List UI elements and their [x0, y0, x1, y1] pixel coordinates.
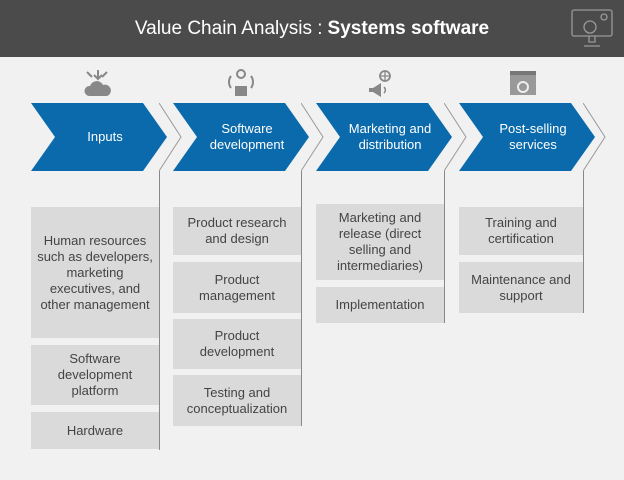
header: Value Chain Analysis :Systems software [0, 0, 624, 57]
monitor-gears-icon [571, 9, 613, 47]
stage-label: Post-selling services [499, 121, 567, 152]
service-window-icon [510, 71, 536, 95]
activity-box: Training and certification [459, 207, 583, 255]
divider-line [301, 171, 302, 426]
title-bold: Systems software [327, 17, 490, 39]
activity-box: Maintenance and support [459, 262, 583, 313]
divider-line [444, 171, 445, 323]
activity-box: Testing and conceptualization [173, 375, 301, 426]
activity-box: Human resources such as developers, mark… [31, 207, 159, 338]
stage-chevron-post [459, 103, 595, 171]
stage-chevron-inputs [31, 103, 167, 171]
stage-chevron-marketing [316, 103, 452, 171]
activity-box: Marketing and release (direct selling an… [316, 204, 444, 280]
chevron-outline [583, 103, 606, 171]
activity-box: Product development [173, 319, 301, 369]
chevron-outline [444, 103, 467, 171]
divider-line [159, 171, 160, 450]
megaphone-globe-icon [369, 70, 391, 97]
activity-box: Product research and design [173, 207, 301, 255]
activity-box: Product management [173, 262, 301, 313]
activity-box: Hardware [31, 412, 159, 449]
activity-box: Software development platform [31, 345, 159, 405]
chevron-outline [301, 103, 324, 171]
cloud-input-icon [84, 70, 111, 96]
stage-label: Marketing and distribution [348, 121, 432, 152]
divider-line [583, 171, 584, 313]
chevron-outline [159, 103, 182, 171]
activity-box: Implementation [316, 287, 444, 323]
stage-chevron-software [173, 103, 309, 171]
stage-label: Software development [209, 121, 285, 152]
software-cycle-icon [228, 69, 254, 96]
stage-label: Inputs [87, 129, 123, 144]
title-prefix: Value Chain Analysis : [134, 17, 323, 39]
